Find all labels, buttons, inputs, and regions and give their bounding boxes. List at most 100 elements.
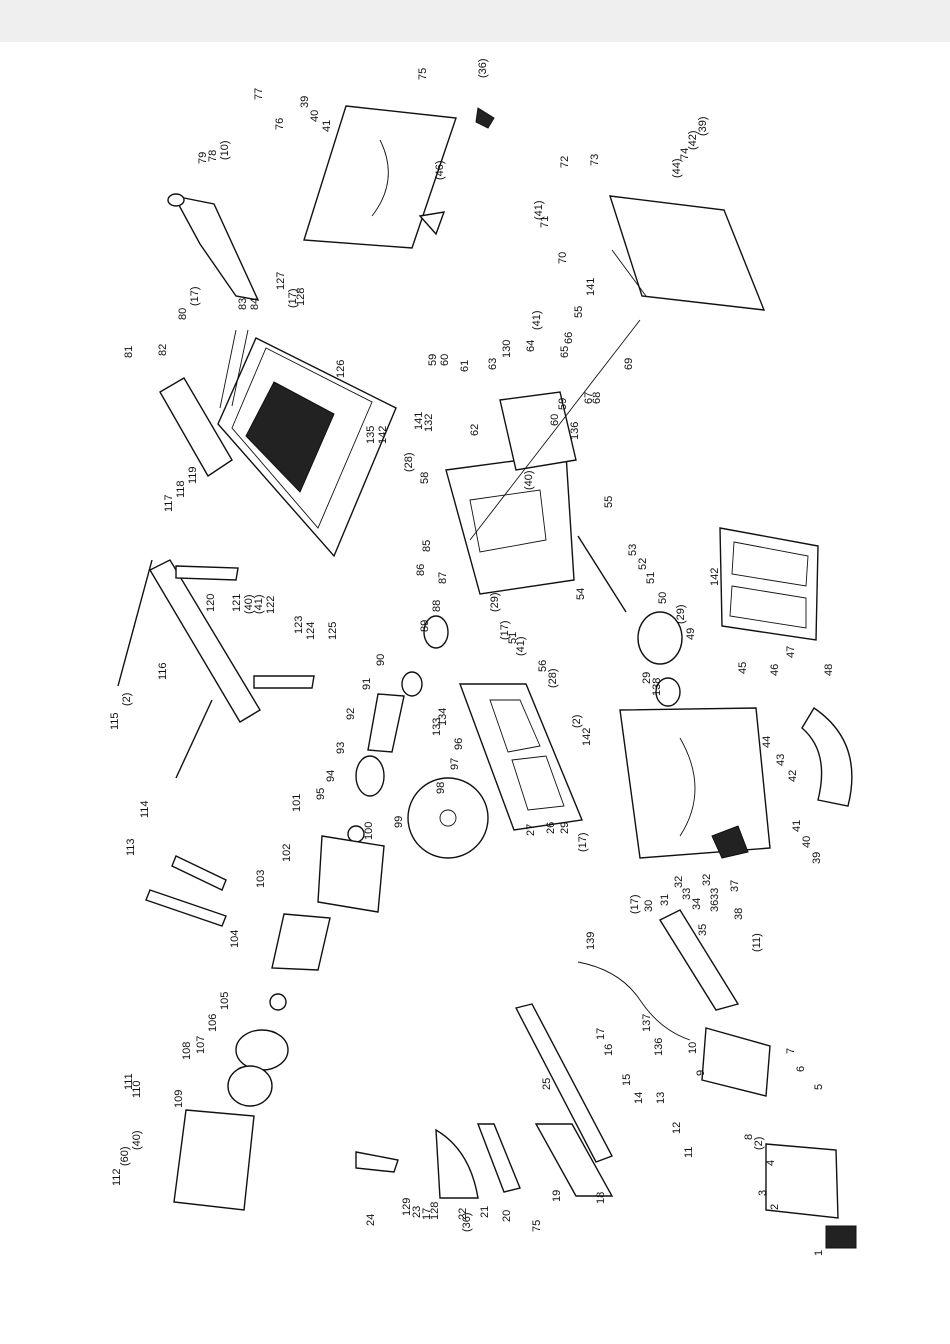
- part-label: 4: [765, 1160, 777, 1166]
- part-label: 54: [575, 588, 587, 600]
- part-label: 26: [545, 822, 557, 834]
- part-label: 20: [501, 1210, 513, 1222]
- part-label: 130: [501, 340, 513, 358]
- part-label: 132: [423, 414, 435, 432]
- part-label: 41: [321, 120, 333, 132]
- part-label: (41): [533, 200, 545, 220]
- part-label: 128: [429, 1202, 441, 1220]
- part-label: (40): [243, 594, 255, 614]
- part-label: (28): [403, 452, 415, 472]
- part-label: 87: [437, 572, 449, 584]
- part-label: 56: [537, 660, 549, 672]
- part-label: (36): [477, 58, 489, 78]
- part-label: 126: [335, 360, 347, 378]
- part-label: 51: [645, 572, 657, 584]
- arbor-assembly: [347, 615, 449, 843]
- part-label: 122: [265, 596, 277, 614]
- part-label: 17: [595, 1028, 607, 1040]
- part-label: 49: [685, 628, 697, 640]
- part-label: 82: [157, 344, 169, 356]
- side-frame: [619, 707, 771, 859]
- part-label: 141: [585, 278, 597, 296]
- part-label: 141: [413, 412, 425, 430]
- part-label: 102: [281, 844, 293, 862]
- part-label: 3: [757, 1190, 769, 1196]
- part-label: 121: [231, 594, 243, 612]
- part-label: 84: [249, 298, 261, 310]
- part-label: 5: [813, 1084, 825, 1090]
- part-label: 78: [207, 150, 219, 162]
- part-label: 10: [687, 1042, 699, 1054]
- part-label: 6: [795, 1066, 807, 1072]
- part-label: 50: [657, 592, 669, 604]
- part-label: (29): [675, 604, 687, 624]
- bevel-scale: [801, 707, 853, 807]
- part-label: (41): [515, 636, 527, 656]
- part-label: 120: [205, 594, 217, 612]
- part-label: (2): [571, 715, 583, 728]
- part-label: (10): [219, 140, 231, 160]
- part-label: 32: [701, 874, 713, 886]
- gearbox-housing: [317, 835, 385, 913]
- part-label: 110: [131, 1080, 143, 1098]
- part-label: 119: [187, 466, 199, 484]
- part-label: 41: [791, 820, 803, 832]
- part-label: 83: [237, 298, 249, 310]
- part-label: 96: [453, 738, 465, 750]
- part-label: (42): [687, 130, 699, 150]
- part-label: 34: [691, 898, 703, 910]
- part-label: 14: [633, 1092, 645, 1104]
- drive-gear: [637, 611, 683, 707]
- part-label: 109: [173, 1090, 185, 1108]
- part-label: 44: [761, 736, 773, 748]
- part-label: 17: [421, 1208, 433, 1220]
- carry-handle: [719, 527, 819, 641]
- part-label: 29: [559, 822, 571, 834]
- part-label: 30: [643, 900, 655, 912]
- part-label: 16: [603, 1044, 615, 1056]
- part-label: 142: [709, 568, 721, 586]
- part-label: 76: [274, 118, 286, 130]
- part-label: 9: [695, 1070, 707, 1076]
- part-label: 114: [139, 800, 151, 818]
- switch-1: [825, 1225, 857, 1249]
- part-label: 99: [393, 816, 405, 828]
- part-label: 74: [679, 148, 691, 160]
- part-label: 136: [569, 422, 581, 440]
- extension-table: [609, 195, 766, 311]
- part-label: 21: [479, 1206, 491, 1218]
- part-label: 62: [469, 424, 481, 436]
- part-label: 142: [377, 426, 389, 444]
- part-label: 133: [431, 718, 443, 736]
- part-label: 55: [603, 496, 615, 508]
- power-cord: [577, 961, 691, 1041]
- part-label: 7: [785, 1048, 797, 1054]
- part-label: (40): [523, 470, 535, 490]
- part-label: 19: [551, 1190, 563, 1202]
- blade-guard: [167, 193, 260, 301]
- part-label: (17): [189, 286, 201, 306]
- part-label: (29): [489, 592, 501, 612]
- part-label: 92: [345, 708, 357, 720]
- part-label: 69: [623, 358, 635, 370]
- part-label: 39: [811, 852, 823, 864]
- top-banner: [0, 0, 950, 42]
- part-label: 27: [525, 824, 537, 836]
- part-label: (17): [629, 894, 641, 914]
- part-label: 48: [823, 664, 835, 676]
- part-label: (40): [131, 1130, 143, 1150]
- part-label: 60: [549, 414, 561, 426]
- part-label: 89: [419, 620, 431, 632]
- fence-rail: [159, 377, 233, 477]
- part-label: 128: [295, 288, 307, 306]
- part-label: 1: [813, 1250, 825, 1256]
- part-label: 64: [525, 340, 537, 352]
- part-label: 95: [315, 788, 327, 800]
- fan-baffle: [235, 1029, 289, 1071]
- part-label: 86: [415, 564, 427, 576]
- saw-blade: [407, 777, 489, 859]
- part-label: 94: [325, 770, 337, 782]
- part-label: 135: [365, 426, 377, 444]
- part-label: 123: [293, 616, 305, 634]
- part-label: 58: [419, 472, 431, 484]
